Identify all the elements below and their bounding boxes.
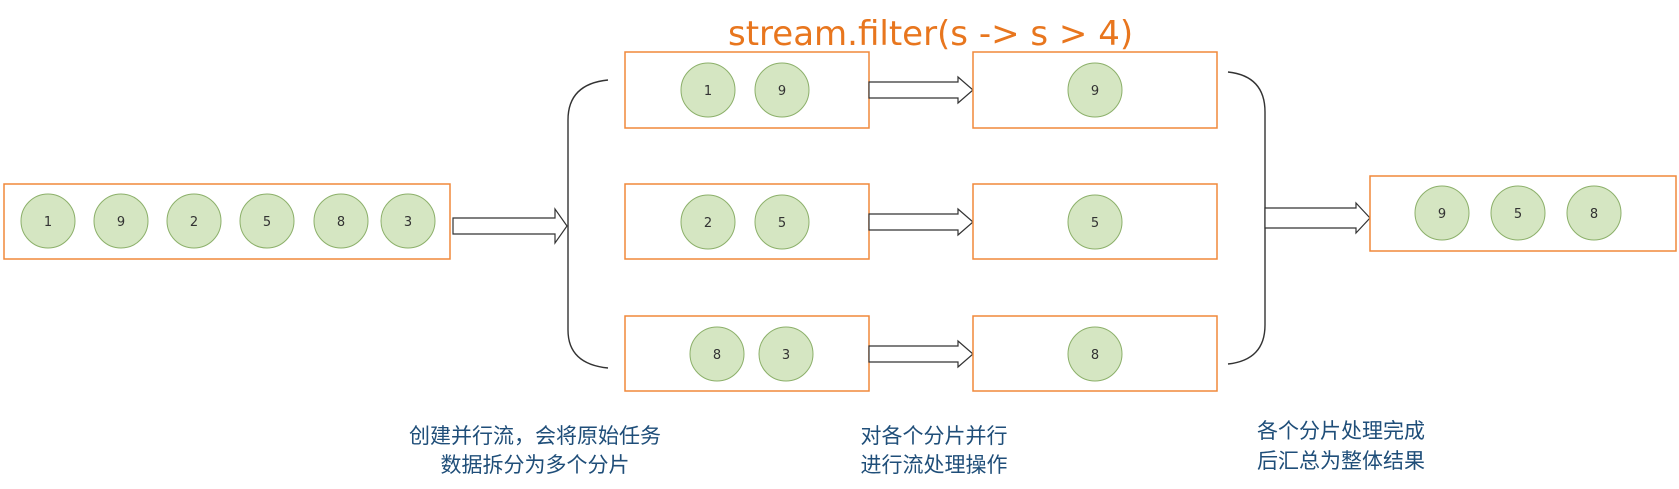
filter-arrow-3 [868, 339, 974, 369]
input-element-3: 2 [166, 193, 222, 249]
filter-arrow-1 [868, 75, 974, 105]
element-value: 2 [704, 216, 712, 231]
element-circle [754, 62, 810, 118]
result-element-1: 9 [1414, 185, 1470, 241]
shard-3-element-1: 8 [689, 326, 745, 382]
element-value: 9 [778, 84, 786, 99]
shard-box-2 [624, 183, 870, 260]
shard-2-element-2: 5 [754, 194, 810, 250]
input-element-4: 5 [239, 193, 295, 249]
caption-process-line-2: 进行流处理操作 [861, 453, 1008, 477]
element-circle [1067, 62, 1123, 118]
element-value: 5 [263, 215, 271, 230]
shard-2-element-1: 2 [680, 194, 736, 250]
input-element-1: 1 [20, 193, 76, 249]
element-circle [1067, 194, 1123, 250]
result-elements: 9 5 8 [1414, 185, 1622, 241]
element-circle [93, 193, 149, 249]
element-circle [1067, 326, 1123, 382]
element-value: 1 [704, 84, 712, 99]
element-value: 9 [1091, 84, 1099, 99]
input-element-6: 3 [380, 193, 436, 249]
element-value: 2 [190, 215, 198, 230]
input-element-5: 8 [313, 193, 369, 249]
shard-box-3 [624, 315, 870, 392]
element-circle [1490, 185, 1546, 241]
element-circle [239, 193, 295, 249]
element-circle [166, 193, 222, 249]
shard-1-element-1: 1 [680, 62, 736, 118]
filtered-1-element-1: 9 [1067, 62, 1123, 118]
caption-split-line-2: 数据拆分为多个分片 [441, 453, 630, 477]
diagram-title: stream.filter(s -> s > 4) [728, 14, 1133, 54]
element-circle [1566, 185, 1622, 241]
shard-elements: 1 9 9 2 5 5 8 3 8 [680, 62, 1123, 382]
caption-merge-line-1: 各个分片处理完成 [1257, 419, 1425, 443]
shard-1-element-2: 9 [754, 62, 810, 118]
split-brace [567, 79, 609, 369]
element-circle [689, 326, 745, 382]
input-element-2: 9 [93, 193, 149, 249]
split-arrow [452, 207, 568, 245]
element-circle [313, 193, 369, 249]
element-circle [1414, 185, 1470, 241]
element-circle [380, 193, 436, 249]
filtered-3-element-1: 8 [1067, 326, 1123, 382]
element-value: 3 [404, 215, 412, 230]
element-value: 9 [117, 215, 125, 230]
merge-arrow [1264, 201, 1371, 235]
element-value: 5 [1091, 216, 1099, 231]
caption-split-line-1: 创建并行流，会将原始任务 [409, 424, 661, 448]
element-value: 8 [713, 348, 721, 363]
element-value: 8 [337, 215, 345, 230]
element-value: 8 [1590, 207, 1598, 222]
input-box [3, 183, 451, 260]
element-circle [754, 194, 810, 250]
element-circle [680, 194, 736, 250]
element-circle [680, 62, 736, 118]
filtered-2-element-1: 5 [1067, 194, 1123, 250]
caption-process-line-1: 对各个分片并行 [861, 424, 1008, 448]
result-element-2: 5 [1490, 185, 1546, 241]
element-value: 9 [1438, 207, 1446, 222]
element-value: 8 [1091, 348, 1099, 363]
filter-arrow-2 [868, 207, 974, 237]
element-value: 3 [782, 348, 790, 363]
shard-box-1 [624, 51, 870, 129]
shard-3-element-2: 3 [758, 326, 814, 382]
result-element-3: 8 [1566, 185, 1622, 241]
input-elements: 1 9 2 5 8 3 [20, 193, 436, 249]
element-value: 5 [1514, 207, 1522, 222]
merge-brace [1227, 71, 1266, 365]
element-circle [20, 193, 76, 249]
element-circle [758, 326, 814, 382]
caption-merge-line-2: 后汇总为整体结果 [1257, 449, 1425, 473]
element-value: 1 [44, 215, 52, 230]
element-value: 5 [778, 216, 786, 231]
